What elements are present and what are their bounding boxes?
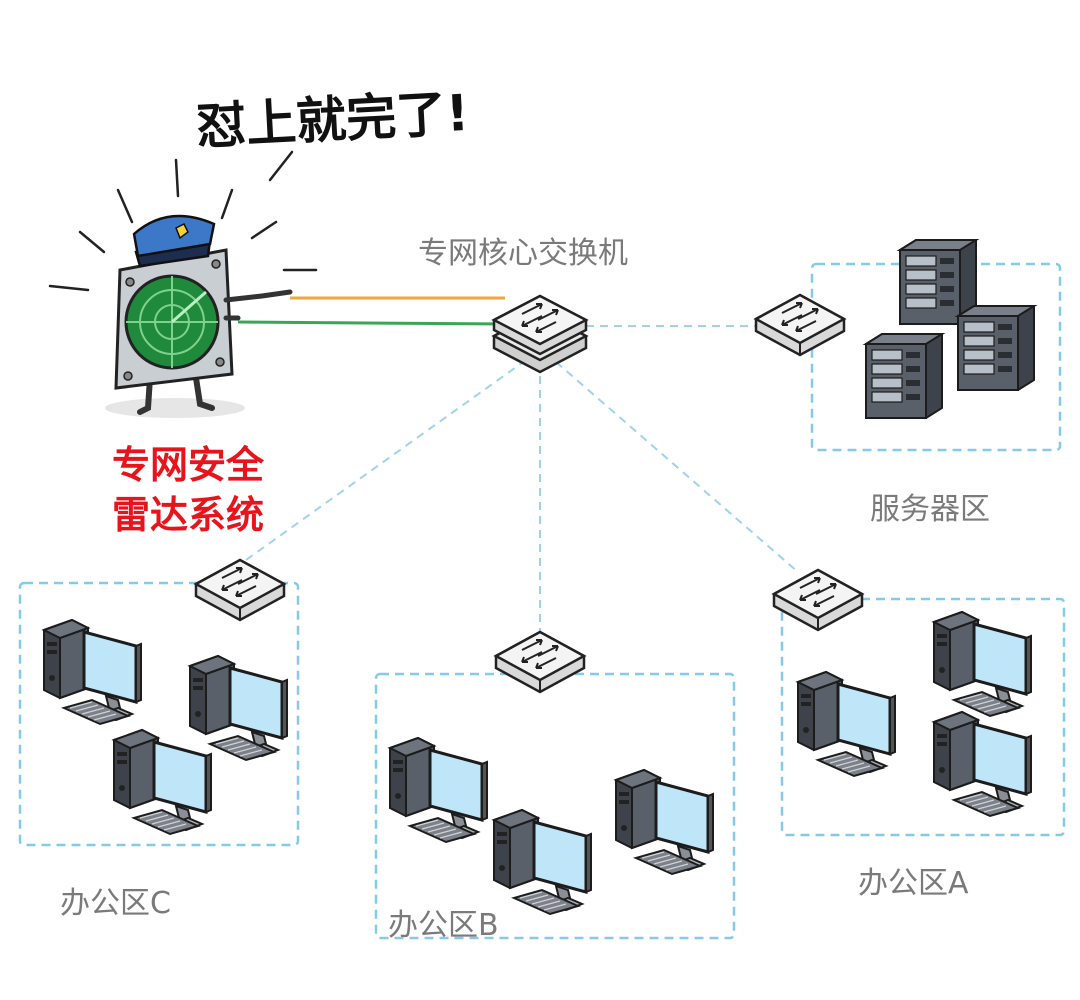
core-switch-label: 专网核心交换机 [418,236,628,271]
office-b-switch-icon [494,630,586,694]
computer-icon [614,768,715,876]
radar-title-line-2: 雷达系统 [111,493,264,537]
radar-system-title: 专网安全 雷达系统 [78,440,298,540]
computer-icon [932,610,1033,718]
server-zone-switch-icon [754,293,846,357]
office-c-label: 办公区C [60,886,171,921]
server-zone-label: 服务器区 [870,492,990,527]
computer-icon [188,654,289,762]
computer-icon [388,736,489,844]
radar-title-line-1: 专网安全 [111,443,264,487]
office-c-switch-icon [194,558,286,622]
computer-icon [932,710,1033,818]
computer-icon [112,728,213,836]
radar-beam-green [237,320,506,326]
zone-box-office-c [18,581,300,847]
computer-icon [796,670,897,778]
zone-box-office-b [374,672,736,940]
core-switch-icon [492,294,588,374]
link-core-to-office-a [555,361,799,573]
computer-icon [42,618,143,726]
computer-icon [492,808,593,916]
link-core-to-office-c [245,359,527,561]
office-a-label: 办公区A [858,866,969,901]
office-b-label: 办公区B [388,908,499,943]
office-a-switch-icon [772,568,864,632]
radar-shout-text: 怼上就完了! [194,83,471,157]
radar-mascot-icon [48,150,318,418]
server-icon [865,333,943,419]
server-icon [957,305,1035,391]
zone-box-office-a [780,597,1066,837]
